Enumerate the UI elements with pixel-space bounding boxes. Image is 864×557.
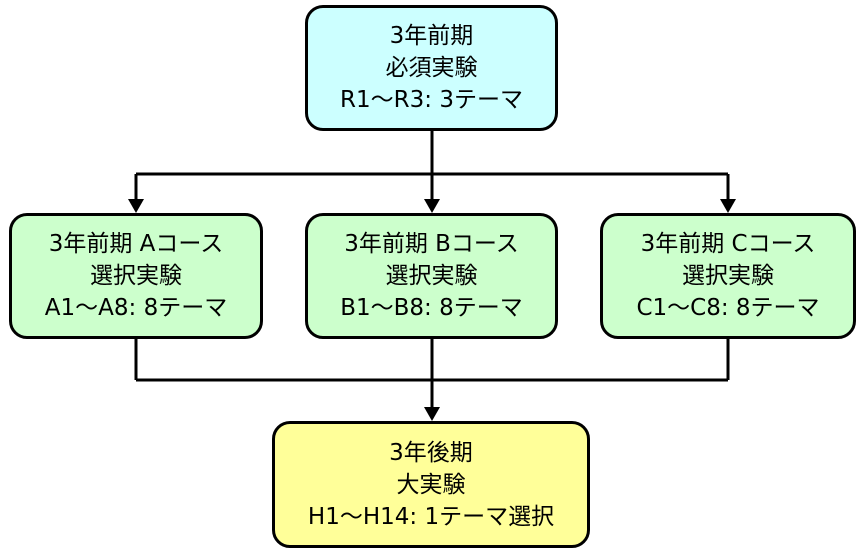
node-line-1: 3年前期 xyxy=(389,23,474,49)
node-line-1: 3年前期 Cコース xyxy=(640,231,816,257)
node-line-3: H1～H14: 1テーマ選択 xyxy=(307,503,555,530)
node-line-1: 3年前期 Bコース xyxy=(344,231,519,257)
node-line-3: B1～B8: 8テーマ xyxy=(340,295,523,321)
node-line-2: 必須実験 xyxy=(385,55,478,81)
required-experiment-box: 3年前期 必須実験 R1～R3: 3テーマ xyxy=(305,5,558,131)
node-line-3: R1～R3: 3テーマ xyxy=(340,87,523,113)
node-line-1: 3年前期 Aコース xyxy=(48,231,224,257)
node-line-2: 選択実験 xyxy=(682,263,774,289)
arrowhead-to-c xyxy=(720,199,736,213)
course-b-elective-box: 3年前期 Bコース 選択実験 B1～B8: 8テーマ xyxy=(305,213,558,339)
course-a-elective-box: 3年前期 Aコース 選択実験 A1～A8: 8テーマ xyxy=(9,213,263,339)
node-line-2: 選択実験 xyxy=(385,263,478,289)
node-line-2: 大実験 xyxy=(396,471,466,498)
arrowhead-to-a xyxy=(128,199,144,213)
node-line-3: A1～A8: 8テーマ xyxy=(44,295,228,321)
node-line-3: C1～C8: 8テーマ xyxy=(636,295,820,321)
node-line-1: 3年後期 xyxy=(389,439,473,466)
course-c-elective-box: 3年前期 Cコース 選択実験 C1～C8: 8テーマ xyxy=(600,213,856,339)
arrowhead-to-b xyxy=(424,199,440,213)
node-line-2: 選択実験 xyxy=(90,263,182,289)
arrowhead-to-final xyxy=(424,407,440,421)
final-experiment-box: 3年後期 大実験 H1～H14: 1テーマ選択 xyxy=(272,421,590,548)
